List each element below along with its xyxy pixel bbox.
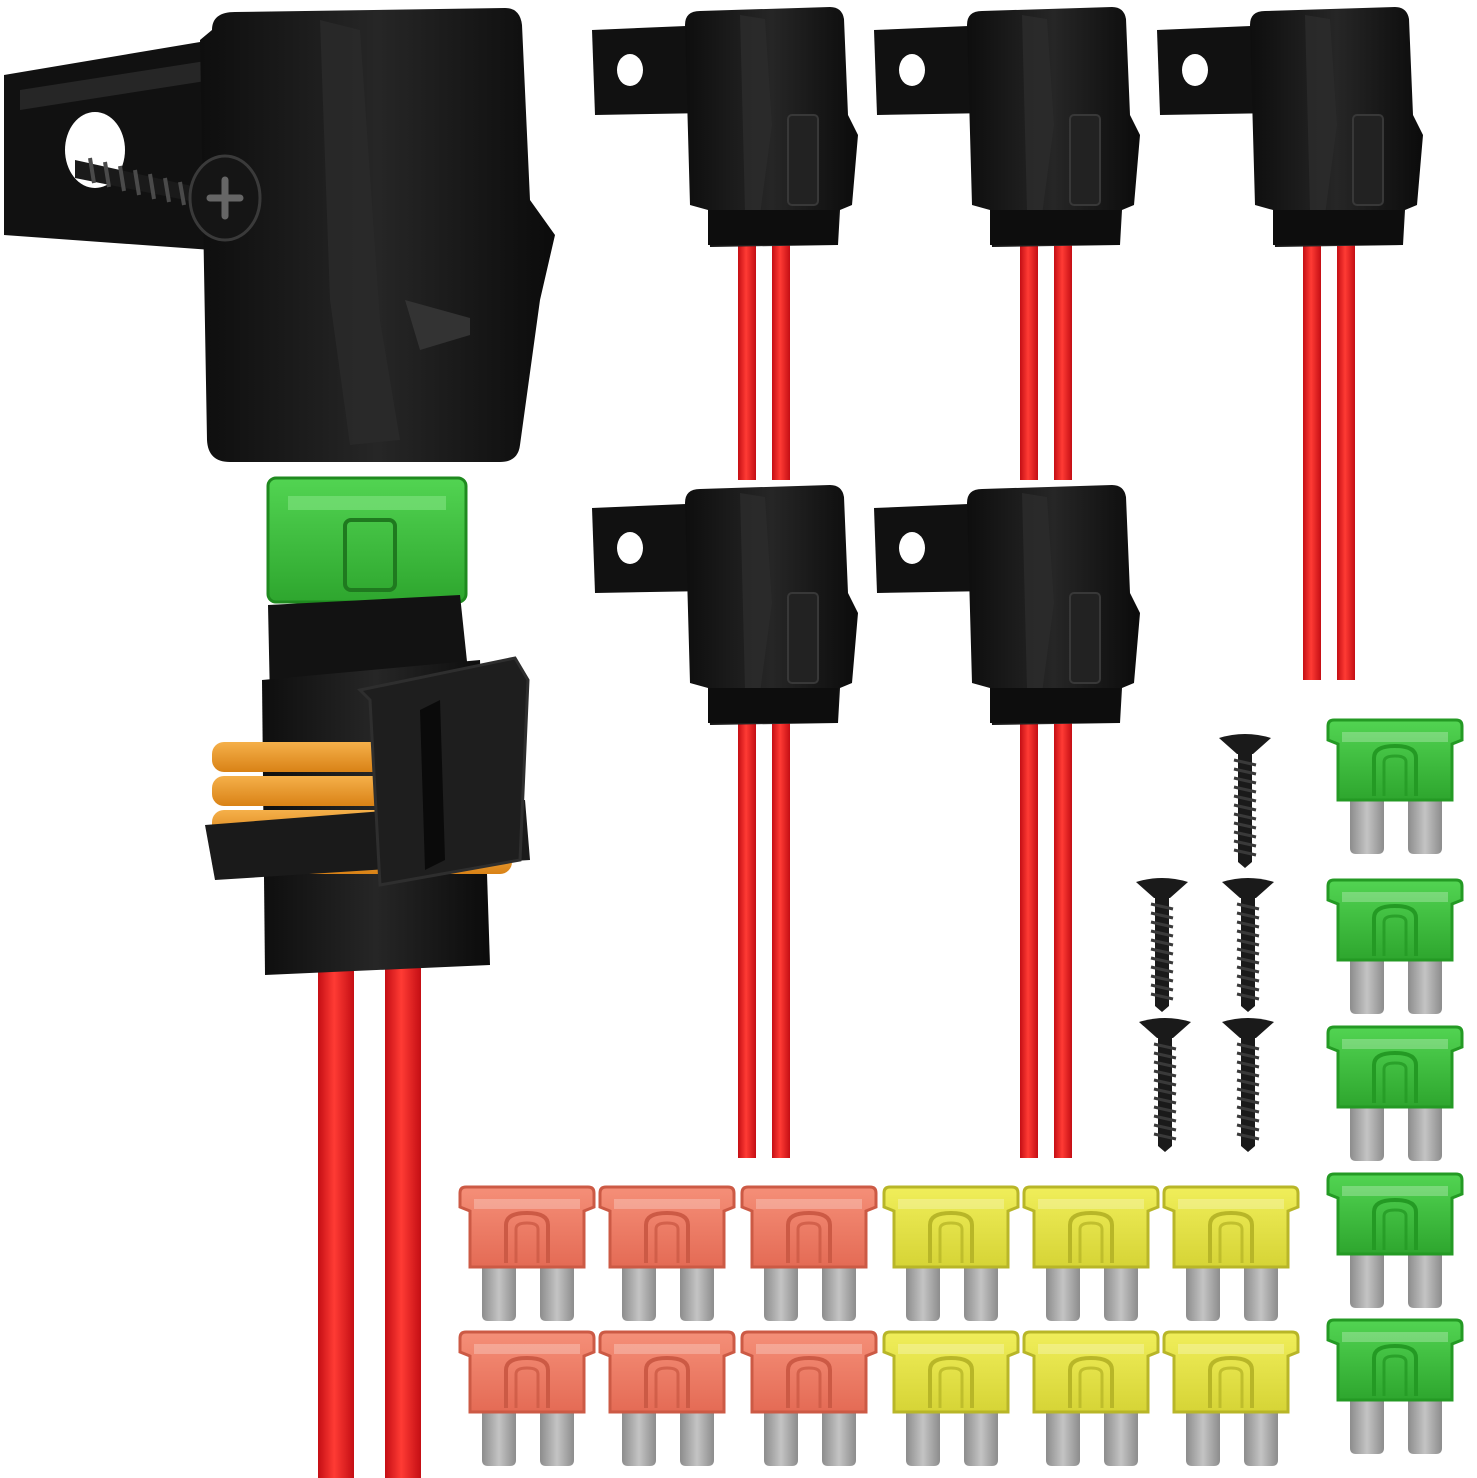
mounting-cover	[4, 8, 555, 462]
fuse-yellow	[1162, 1330, 1300, 1466]
compact-holder	[592, 7, 858, 480]
fuse-red	[598, 1330, 736, 1466]
screw-icon	[1222, 1018, 1274, 1152]
cover-latch	[405, 300, 470, 350]
screw-icon	[75, 154, 262, 242]
fuse-green	[1326, 878, 1464, 1014]
fuse-red	[458, 1185, 596, 1321]
main-holder-clip	[356, 656, 530, 887]
holder-mount-hole	[617, 532, 643, 564]
holder-mount-hole	[1182, 54, 1208, 86]
compact-holder	[1157, 7, 1423, 680]
fuse-red	[740, 1330, 878, 1466]
fuse-green	[1326, 718, 1464, 854]
holder-flange	[874, 25, 992, 115]
holder-latch	[1069, 592, 1101, 684]
main-fuse-holder	[205, 476, 530, 1478]
main-holder-green-fuse	[266, 476, 468, 604]
fuse-green	[1326, 1025, 1464, 1161]
fuse-green	[1326, 1318, 1464, 1454]
screw-icon	[1219, 734, 1271, 868]
holder-mount-hole	[899, 532, 925, 564]
holder-wire	[738, 723, 756, 1158]
loose-screws	[1136, 734, 1274, 1152]
holder-latch	[787, 592, 819, 684]
screw-icon	[1222, 878, 1274, 1012]
compact-holder	[874, 7, 1140, 480]
screw-icon	[1139, 1018, 1191, 1152]
fuse-set	[458, 718, 1464, 1466]
fuse-yellow	[882, 1185, 1020, 1321]
holder-flange	[1157, 25, 1275, 115]
fuse-yellow	[1022, 1330, 1160, 1466]
holder-flange	[874, 503, 992, 593]
holder-wire	[1337, 245, 1355, 680]
holder-wire	[772, 245, 790, 480]
fuse-red	[740, 1185, 878, 1321]
holder-wire	[1054, 723, 1072, 1158]
compact-holders	[592, 7, 1423, 1158]
holder-latch	[1069, 114, 1101, 206]
fuse-red	[598, 1185, 736, 1321]
holder-wire	[738, 245, 756, 480]
fuse-yellow	[882, 1330, 1020, 1466]
compact-holder	[874, 485, 1140, 1158]
holder-wire	[1054, 245, 1072, 480]
fuse-yellow	[1022, 1185, 1160, 1321]
holder-wire	[1020, 723, 1038, 1158]
main-holder-wires	[318, 940, 421, 1478]
fuse-yellow	[1162, 1185, 1300, 1321]
holder-mount-hole	[617, 54, 643, 86]
fuse-red	[458, 1330, 596, 1466]
screw-icon	[1136, 878, 1188, 1012]
holder-flange	[592, 503, 710, 593]
holder-wire	[1303, 245, 1321, 680]
holder-flange	[592, 25, 710, 115]
holder-latch	[787, 114, 819, 206]
holder-wire	[772, 723, 790, 1158]
holder-wire	[1020, 245, 1038, 480]
cover-body	[200, 8, 555, 462]
holder-latch	[1352, 114, 1384, 206]
holder-mount-hole	[899, 54, 925, 86]
fuse-green	[1326, 1172, 1464, 1308]
compact-holder	[592, 485, 858, 1158]
